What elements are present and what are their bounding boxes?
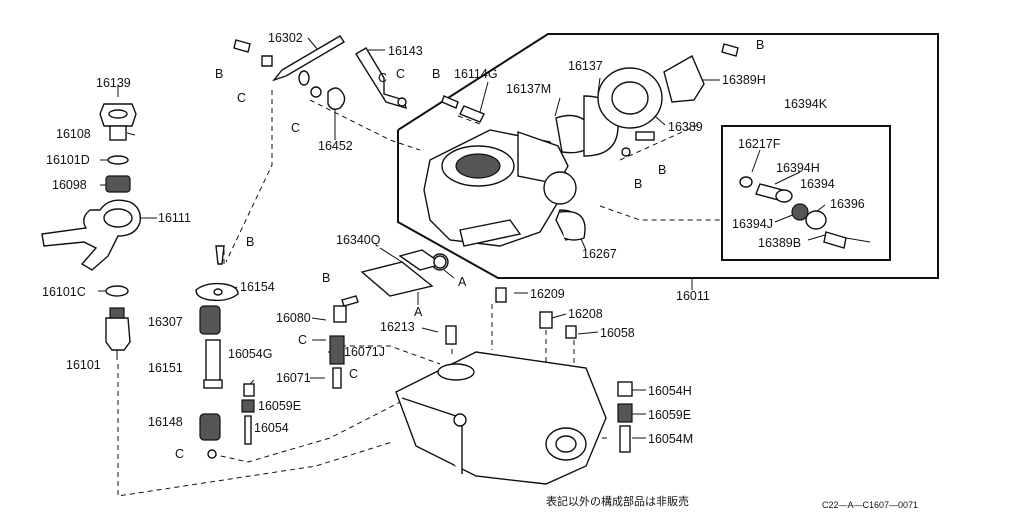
choke-parts	[555, 43, 739, 157]
part-16058: 16058	[600, 326, 635, 340]
part-16054-left: 16054	[254, 421, 289, 435]
bolt-b-16389-b: B	[634, 177, 642, 191]
part-16143: 16143	[388, 44, 423, 58]
part-16139: 16139	[96, 76, 131, 90]
part-16217f: 16217F	[738, 137, 781, 151]
part-16101c: 16101C	[42, 285, 86, 299]
part-16111: 16111	[158, 211, 191, 225]
part-16108: 16108	[56, 127, 91, 141]
part-16101d: 16101D	[46, 153, 90, 167]
marker-a-1: A	[414, 305, 423, 319]
footer-code: C22—A—C1607—0071	[822, 500, 918, 510]
clip-c-16071: C	[349, 367, 358, 381]
part-16396: 16396	[830, 197, 865, 211]
part-16302: 16302	[268, 31, 303, 45]
bolt-b-16154: B	[246, 235, 254, 249]
marker-a-2: A	[458, 275, 467, 289]
part-16054g: 16054G	[228, 347, 272, 361]
part-16071: 16071	[276, 371, 311, 385]
part-16389h: 16389H	[722, 73, 766, 87]
part-16394k: 16394K	[784, 97, 828, 111]
part-16389b: 16389B	[758, 236, 801, 250]
part-16098: 16098	[52, 178, 87, 192]
part-16154: 16154	[240, 280, 275, 294]
part-16011: 16011	[676, 289, 710, 303]
part-16394: 16394	[800, 177, 835, 191]
part-16389: 16389	[668, 120, 703, 134]
linkage-parts	[233, 35, 485, 123]
accelerator-pump-parts	[195, 245, 457, 459]
part-16213: 16213	[380, 320, 415, 334]
part-16209: 16209	[530, 287, 565, 301]
part-16452: 16452	[318, 139, 353, 153]
bolt-b-16389-a: B	[658, 163, 666, 177]
part-16080: 16080	[276, 311, 311, 325]
part-16101: 16101	[66, 358, 101, 372]
part-16208: 16208	[568, 307, 603, 321]
clip-c-16302: C	[237, 91, 246, 105]
part-16151: 16151	[148, 361, 183, 375]
clip-c-16143-a: C	[378, 71, 387, 85]
gasket-parts	[341, 249, 447, 307]
part-16137: 16137	[568, 59, 603, 73]
part-16307: 16307	[148, 315, 183, 329]
part-16054h: 16054H	[648, 384, 692, 398]
carburetor-body	[423, 129, 586, 271]
part-16114g: 16114G	[454, 67, 498, 81]
part-16148: 16148	[148, 415, 183, 429]
part-16267: 16267	[582, 247, 617, 261]
bolt-b-16302: B	[215, 67, 223, 81]
part-16137m: 16137M	[506, 82, 551, 96]
kit-16394k-frame	[721, 125, 891, 261]
part-16394j: 16394J	[732, 217, 773, 231]
part-16071j: 16071J	[344, 345, 385, 359]
assembly-16011-frame	[397, 33, 939, 279]
part-16059e-left: 16059E	[258, 399, 301, 413]
part-16059e-right: 16059E	[648, 408, 691, 422]
part-16054m: 16054M	[648, 432, 693, 446]
fuel-inlet-assembly	[41, 103, 141, 351]
float-bowl-body	[395, 287, 633, 485]
kit-16394k-parts	[739, 176, 871, 249]
clip-c-16452: C	[291, 121, 300, 135]
clip-c-16080: C	[298, 333, 307, 347]
bolt-b-16114g: B	[432, 67, 440, 81]
footer-note: 表記以外の構成部品は非販売	[546, 494, 689, 508]
part-16394h: 16394H	[776, 161, 820, 175]
clip-c-16143-b: C	[396, 67, 405, 81]
clip-c-16148: C	[175, 447, 184, 461]
part-16340q: 16340Q	[336, 233, 381, 247]
bolt-b-16080: B	[322, 271, 330, 285]
bolt-b-16389h: B	[756, 38, 764, 52]
part-labels: 16139 16108 16101D 16098 16111 16101C 16…	[42, 31, 865, 461]
